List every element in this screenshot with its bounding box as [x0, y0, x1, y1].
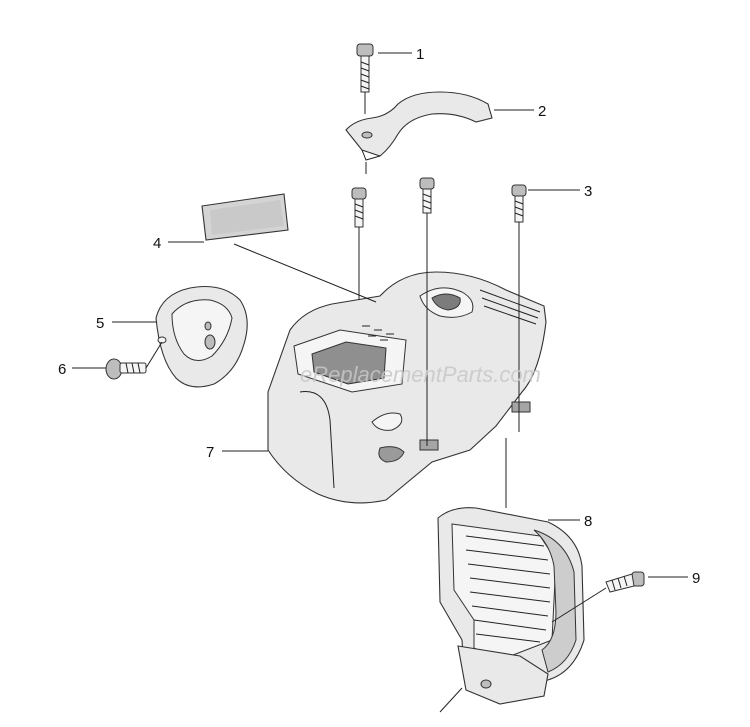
callout-1: 1	[416, 46, 424, 63]
part-3-screw-middle	[419, 177, 435, 214]
part-5-handle	[155, 285, 248, 388]
callout-2: 2	[538, 103, 546, 120]
part-7-cylinder-cover	[267, 271, 547, 504]
callout-4: 4	[153, 235, 161, 252]
part-4-label-pad	[201, 193, 289, 241]
callout-3: 3	[584, 183, 592, 200]
callout-6: 6	[58, 361, 66, 378]
part-1-screw	[356, 43, 374, 93]
callout-5: 5	[96, 315, 104, 332]
part-2-bracket	[345, 91, 493, 161]
watermark-text: eReplacementParts.com	[300, 362, 541, 387]
part-3-screw-left	[351, 187, 367, 228]
part-6-screw	[105, 358, 147, 380]
callout-labels: 1 2 3 4 5 6 7 8 9	[58, 46, 700, 587]
callout-7: 7	[206, 444, 214, 461]
callout-9: 9	[692, 570, 700, 587]
callout-8: 8	[584, 513, 592, 530]
part-8-shroud	[437, 507, 585, 705]
part-9-screw	[605, 571, 645, 593]
part-3-screw-right	[511, 184, 527, 223]
leader-lines	[72, 52, 688, 713]
